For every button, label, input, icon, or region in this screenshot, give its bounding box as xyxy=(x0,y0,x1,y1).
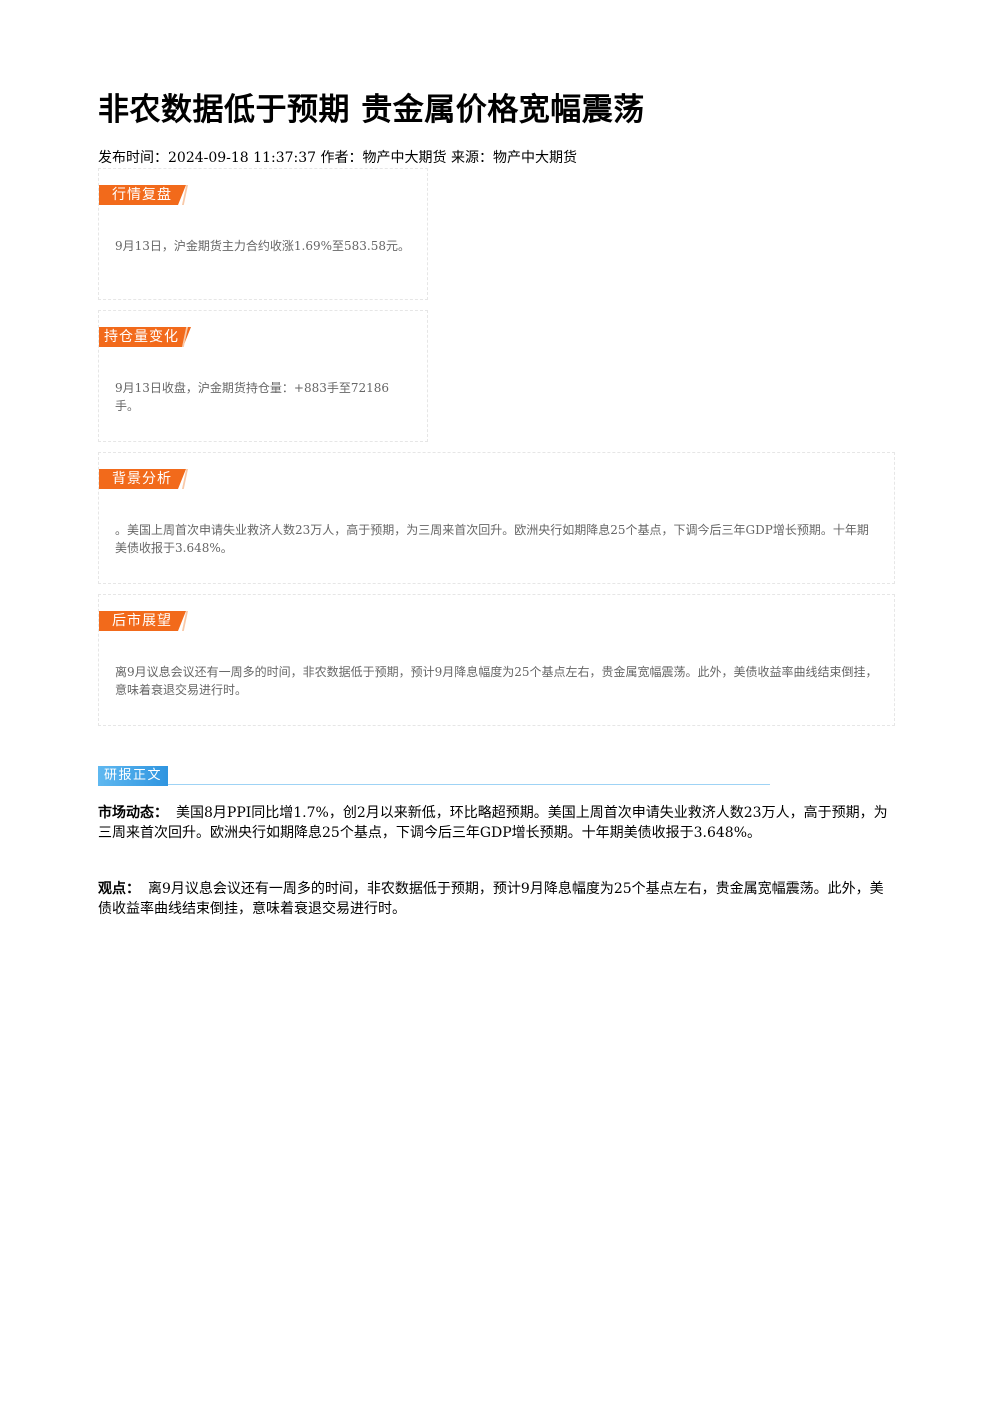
viewpoint-text: 离9月议息会议还有一周多的时间，非农数据低于预期，预计9月降息幅度为25个基点左… xyxy=(98,881,884,917)
viewpoint-paragraph: 观点：离9月议息会议还有一周多的时间，非农数据低于预期，预计9月降息幅度为25个… xyxy=(98,879,896,919)
market-dynamics-paragraph: 市场动态：美国8月PPI同比增1.7%，创2月以来新低，环比略超预期。美国上周首… xyxy=(98,803,896,843)
section-tag: 行情复盘 xyxy=(99,185,186,205)
article-meta: 发布时间：2024-09-18 11:37:37 作者：物产中大期货 来源：物产… xyxy=(98,150,577,166)
section-text: 。美国上周首次申请失业救济人数23万人，高于预期，为三周来首次回升。欧洲央行如期… xyxy=(115,523,869,555)
section-background: 背景分析 。美国上周首次申请失业救济人数23万人，高于预期，为三周来首次回升。欧… xyxy=(98,452,895,584)
section-text: 9月13日收盘，沪金期货持仓量：+883手至72186手。 xyxy=(115,381,390,413)
report-heading-tag: 研报正文 xyxy=(98,766,169,786)
tag-tail-decoration xyxy=(182,469,188,489)
tag-tail-decoration xyxy=(182,327,188,347)
section-text: 9月13日，沪金期货主力合约收涨1.69%至583.58元。 xyxy=(115,239,411,253)
section-text: 离9月议息会议还有一周多的时间，非农数据低于预期，预计9月降息幅度为25个基点左… xyxy=(115,665,878,697)
report-heading-divider xyxy=(168,784,770,785)
viewpoint-label: 观点： xyxy=(98,881,140,897)
tag-tail-decoration xyxy=(182,611,188,631)
tag-tail-decoration xyxy=(182,185,188,205)
report-heading: 研报正文 xyxy=(98,766,770,786)
section-tag: 背景分析 xyxy=(99,469,186,489)
section-outlook: 后市展望 离9月议息会议还有一周多的时间，非农数据低于预期，预计9月降息幅度为2… xyxy=(98,594,895,726)
market-dynamics-text: 美国8月PPI同比增1.7%，创2月以来新低，环比略超预期。美国上周首次申请失业… xyxy=(98,805,888,841)
section-open-interest: 持仓量变化 9月13日收盘，沪金期货持仓量：+883手至72186手。 xyxy=(98,310,428,442)
market-dynamics-label: 市场动态： xyxy=(98,805,168,821)
article-title: 非农数据低于预期 贵金属价格宽幅震荡 xyxy=(98,92,645,128)
section-tag: 持仓量变化 xyxy=(99,327,191,347)
section-market-review: 行情复盘 9月13日，沪金期货主力合约收涨1.69%至583.58元。 xyxy=(98,168,428,300)
section-tag: 后市展望 xyxy=(99,611,186,631)
